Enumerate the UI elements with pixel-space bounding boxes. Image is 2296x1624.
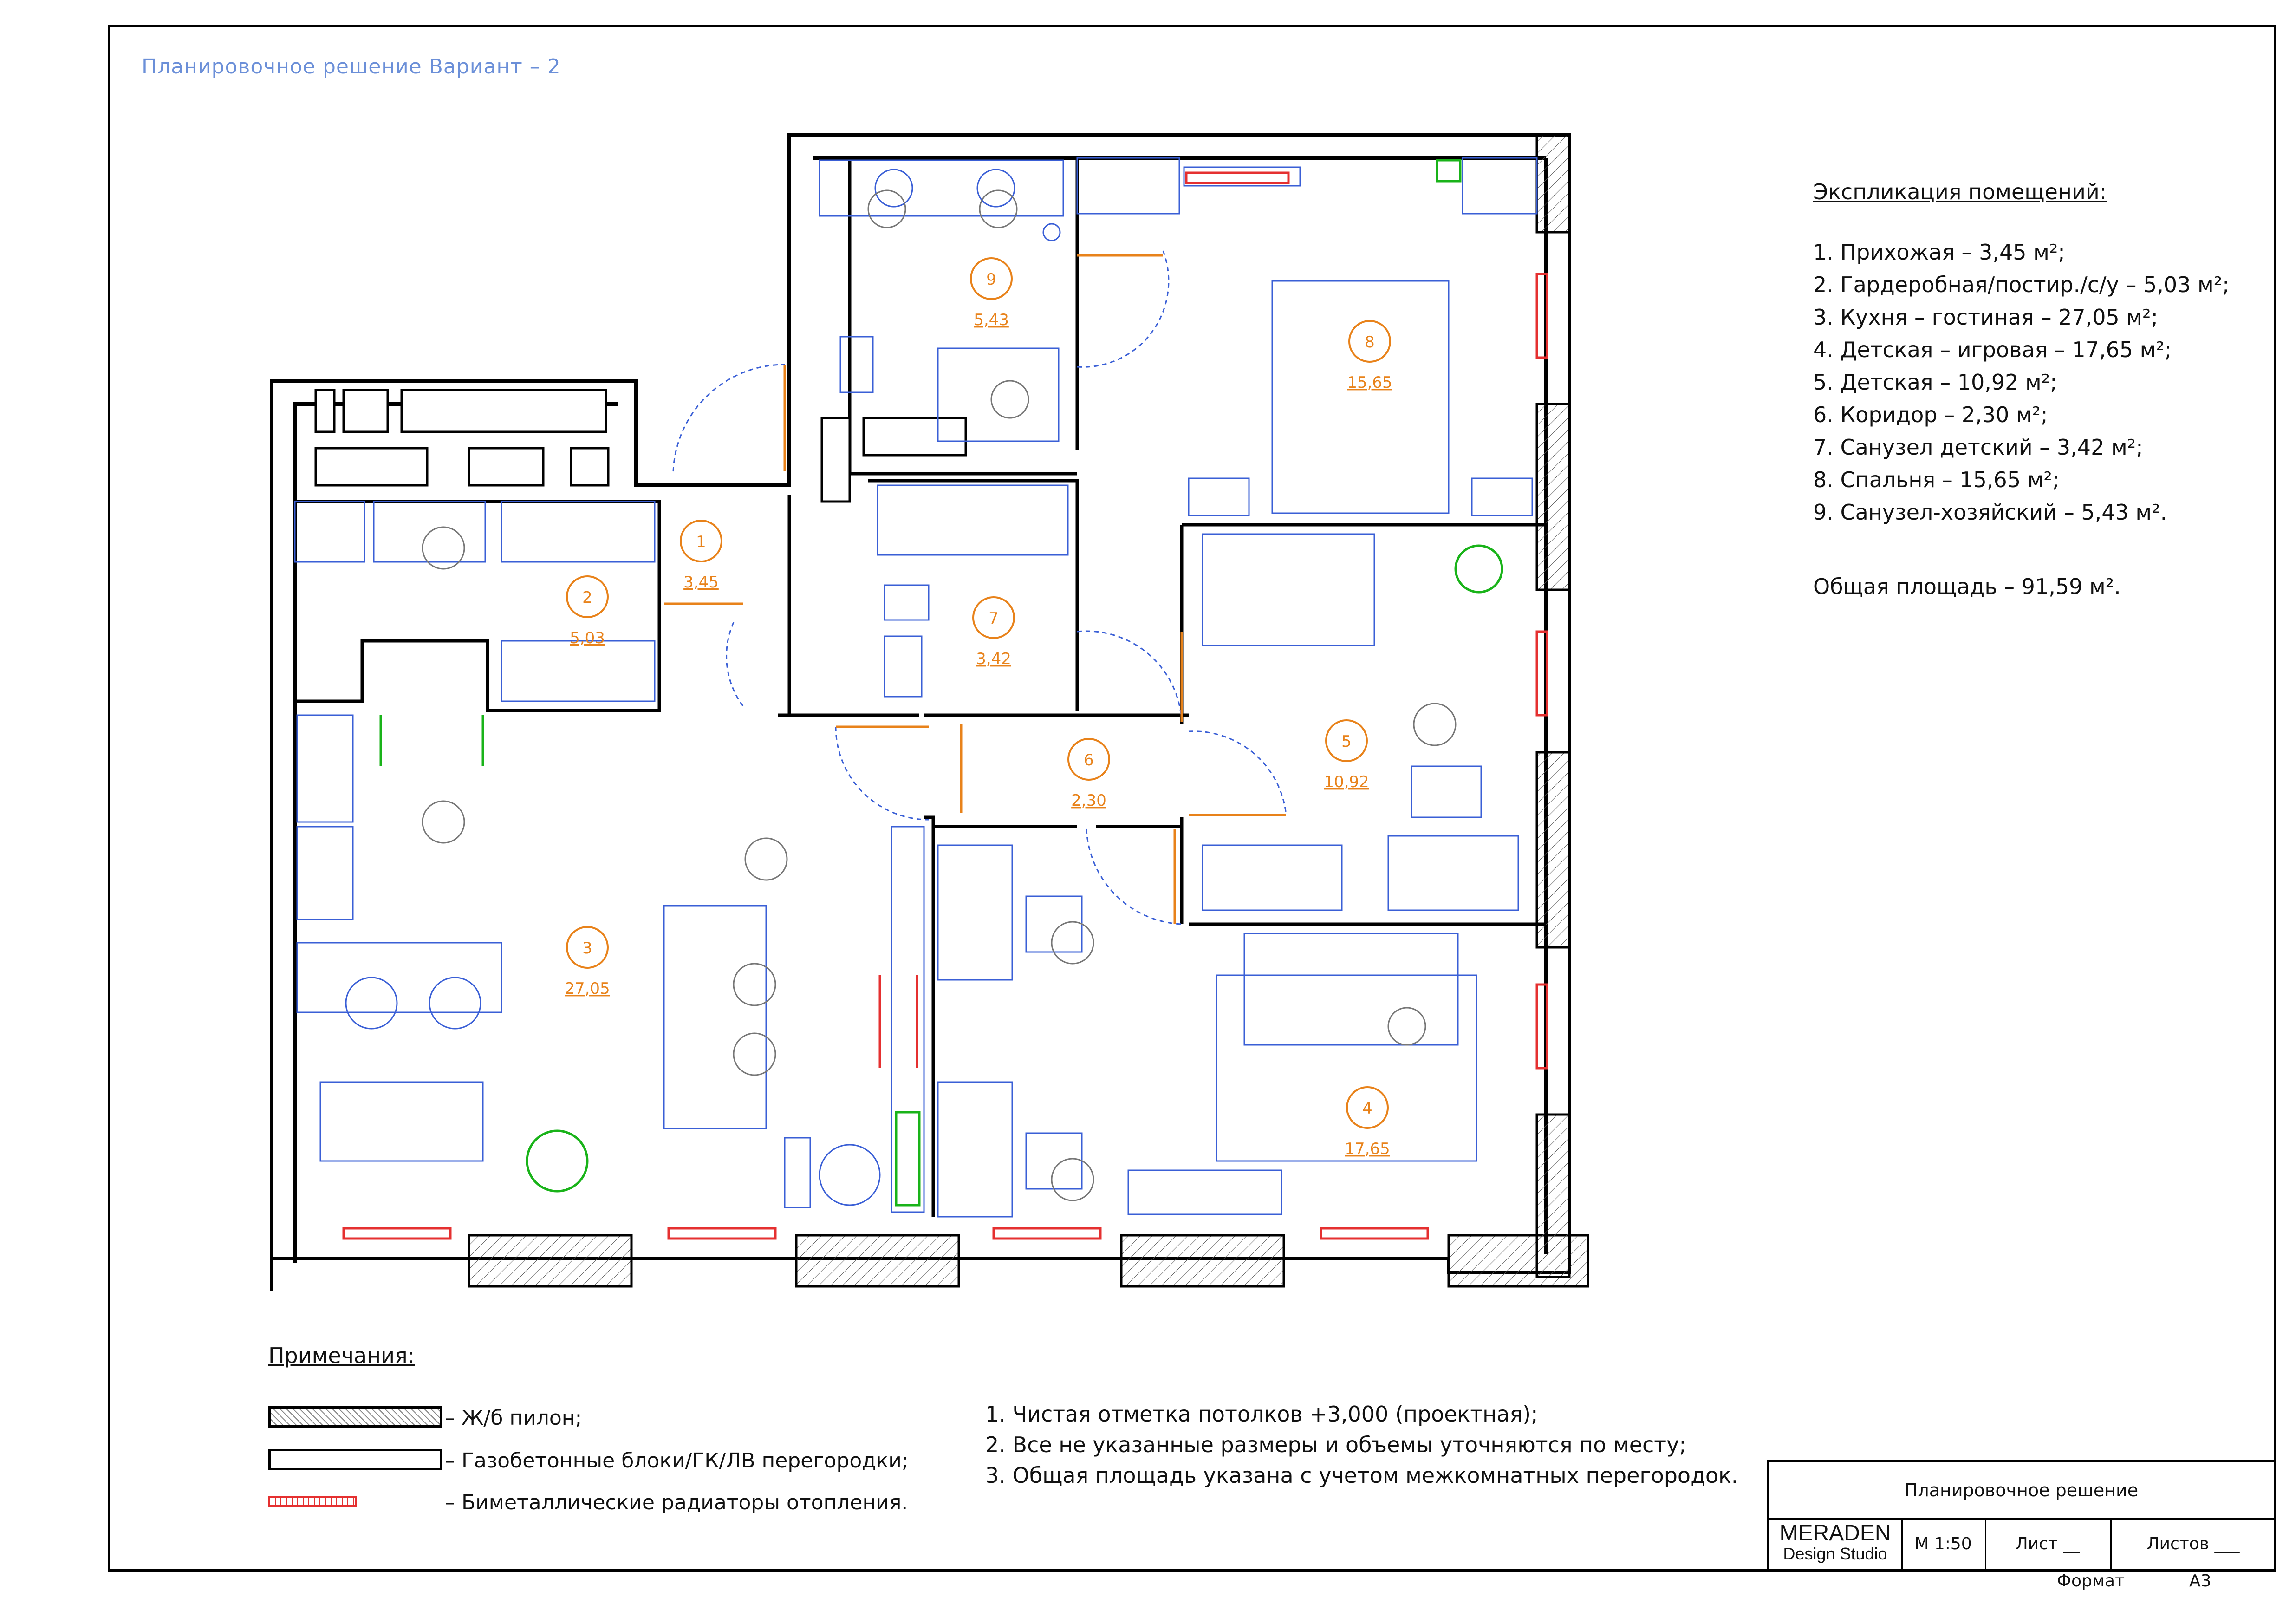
- explication-item: 4. Детская – игровая – 17,65 м²;: [1813, 337, 2172, 362]
- legend-swatch-partition: [268, 1449, 442, 1470]
- partitions: [295, 158, 1546, 1217]
- title-block-name: Планировочное решение: [1769, 1462, 2274, 1520]
- legend-text: – Ж/б пилон;: [445, 1406, 582, 1430]
- room-number: 6: [1084, 751, 1094, 770]
- room-number-circle: [1346, 1086, 1389, 1129]
- room-area: 17,65: [1345, 1140, 1390, 1158]
- built-in-cabinets: [314, 389, 967, 503]
- sheet-frame: [108, 25, 2276, 1572]
- radiators: [342, 171, 1548, 1240]
- notes-list: 1. Чистая отметка потолков +3,000 (проек…: [985, 1399, 1738, 1491]
- room-explication: Экспликация помещений: 1. Прихожая – 3,4…: [1813, 176, 2230, 603]
- sheet-number: Лист __: [1985, 1518, 2112, 1569]
- room-number: 9: [986, 270, 996, 289]
- explication-item: 9. Санузел-хозяйский – 5,43 м².: [1813, 500, 2167, 525]
- room-number: 1: [696, 533, 706, 551]
- legend-text: – Газобетонные блоки/ГК/ЛВ перегородки;: [445, 1449, 909, 1473]
- explication-item: 6. Коридор – 2,30 м²;: [1813, 402, 2048, 427]
- door-leaves: [664, 254, 1286, 924]
- total-area: Общая площадь – 91,59 м².: [1813, 574, 2121, 599]
- scale: М 1:50: [1901, 1518, 1986, 1569]
- room-area: 10,92: [1324, 773, 1369, 791]
- room-area: 2,30: [1071, 791, 1106, 810]
- note-item: 1. Чистая отметка потолков +3,000 (проек…: [985, 1402, 1538, 1427]
- brand-subtitle: Design Studio: [1783, 1544, 1887, 1563]
- explication-item: 7. Санузел детский – 3,42 м²;: [1813, 435, 2143, 460]
- room-number-circle: [1325, 719, 1368, 762]
- explication-item: 5. Детская – 10,92 м²;: [1813, 370, 2057, 395]
- studio-brand: MERADEN Design Studio: [1769, 1518, 1903, 1569]
- brand-name: MERADEN: [1779, 1521, 1891, 1546]
- room-area: 5,43: [974, 311, 1009, 329]
- legend-swatch-pylon: [268, 1406, 442, 1428]
- room-number-circle: [972, 596, 1015, 639]
- room-labels: 1 3,45 2 5,03 3 27,05 4 17,65 5 10,92 6 2,30 7 3,42 8 1…: [565, 257, 1392, 1158]
- room-number-circle: [566, 926, 609, 969]
- room-number: 8: [1365, 333, 1375, 352]
- note-item: 3. Общая площадь указана с учетом межком…: [985, 1463, 1738, 1488]
- room-area: 5,03: [570, 629, 605, 647]
- room-number: 5: [1341, 732, 1352, 751]
- drawing-title: Планировочное решение Вариант – 2: [142, 55, 561, 78]
- room-area: 3,45: [683, 573, 719, 592]
- door-swings: [672, 250, 1287, 925]
- explication-item: 2. Гардеробная/постир./с/у – 5,03 м²;: [1813, 272, 2230, 297]
- room-number: 3: [582, 939, 592, 958]
- note-item: 2. Все не указанные размеры и объемы уто…: [985, 1432, 1686, 1457]
- notes-header: Примечания:: [268, 1343, 415, 1368]
- sheet-count: Листов ___: [2146, 1534, 2240, 1553]
- furniture: [294, 157, 1538, 1218]
- room-number-circle: [680, 520, 722, 562]
- room-area: 15,65: [1347, 373, 1392, 392]
- room-area: 3,42: [976, 650, 1011, 668]
- room-number-circle: [970, 257, 1013, 300]
- format-label: Формат: [2057, 1572, 2125, 1591]
- explication-item: 8. Спальня – 15,65 м²;: [1813, 467, 2060, 492]
- green-elements: [379, 159, 1503, 1207]
- chairs: [422, 189, 1457, 1201]
- room-number: 2: [582, 588, 592, 607]
- room-number: 7: [989, 609, 999, 628]
- format-value: А3: [2189, 1572, 2211, 1591]
- room-number-circle: [1348, 320, 1391, 363]
- bottom-windows: [468, 1234, 1589, 1288]
- explication-header: Экспликация помещений:: [1813, 179, 2107, 204]
- title-block: Планировочное решение MERADEN Design Stu…: [1767, 1460, 2276, 1572]
- legend-swatch-radiator: [268, 1496, 357, 1507]
- right-pilons: [1535, 133, 1571, 1278]
- explication-item: 1. Прихожая – 3,45 м²;: [1813, 240, 2065, 265]
- room-number-circle: [1067, 738, 1110, 781]
- explication-item: 3. Кухня – гостиная – 27,05 м²;: [1813, 305, 2159, 330]
- room-number-circle: [566, 575, 609, 618]
- legend-text: – Биметаллические радиаторы отопления.: [445, 1491, 908, 1514]
- room-number: 4: [1362, 1099, 1372, 1118]
- sliding-door: [878, 975, 918, 1068]
- room-area: 27,05: [565, 979, 610, 998]
